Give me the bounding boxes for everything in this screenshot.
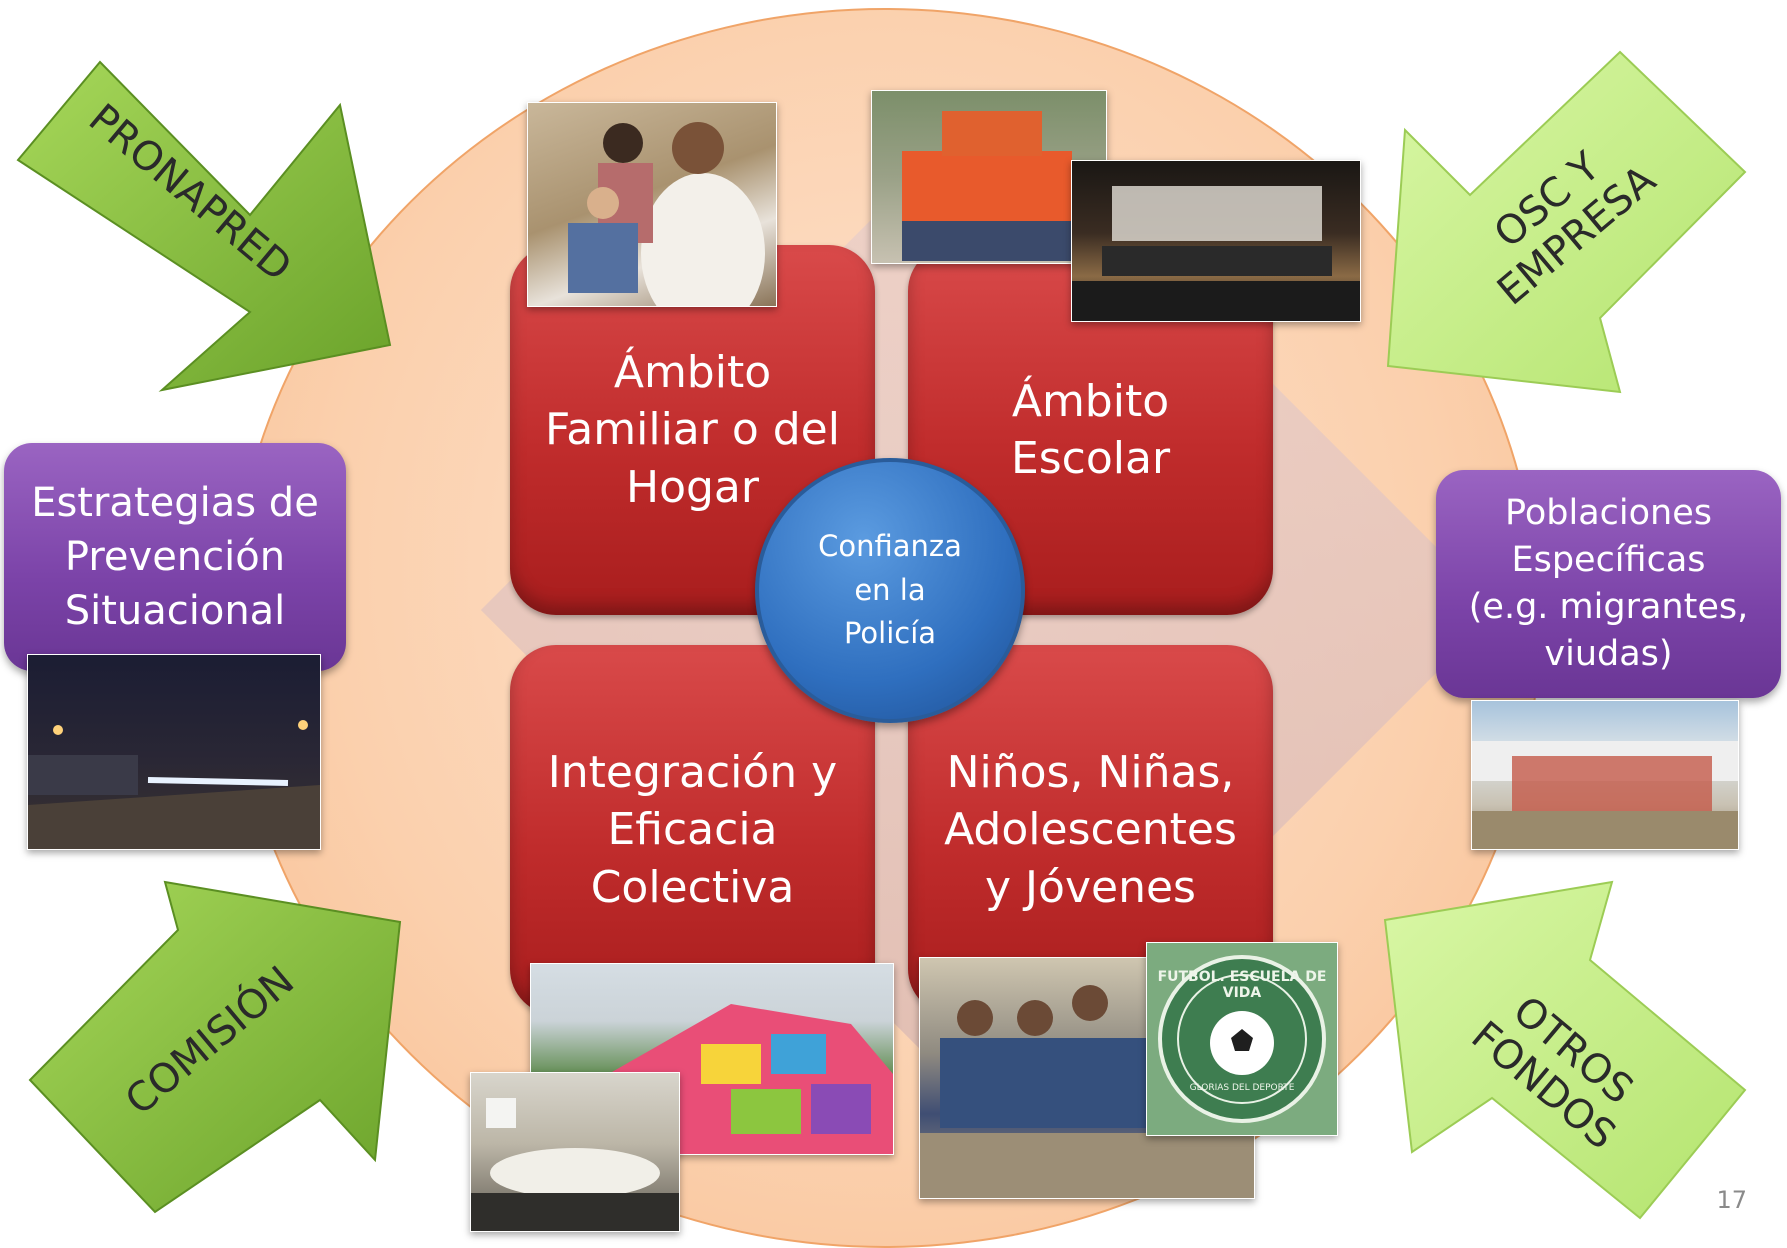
photo-street-night-image bbox=[28, 720, 320, 849]
photo-community-group bbox=[1471, 700, 1739, 850]
photo-colorful-houses bbox=[530, 963, 894, 1155]
photo-school-team-image bbox=[902, 111, 1072, 261]
arrow-comision bbox=[28, 880, 402, 1214]
photo-street-night bbox=[27, 654, 321, 850]
photo-community-group-image bbox=[1472, 741, 1738, 849]
photo-family-image bbox=[568, 122, 765, 306]
box-poblaciones-especificas: Poblaciones Específicas (e.g. migrantes,… bbox=[1436, 470, 1781, 698]
logo-futbol-escuela-de-vida: FUTBOL. ESCUELA DE VIDA GLORIAS DEL DEPO… bbox=[1146, 942, 1338, 1136]
photo-meeting-room bbox=[470, 1072, 680, 1232]
quadrant-label: Niños, Niñas, Adolescentes y Jóvenes bbox=[944, 747, 1237, 913]
quadrant-label: Ámbito Familiar o del Hogar bbox=[545, 347, 840, 513]
box-prevencion-situacional: Estrategias de Prevención Situacional bbox=[4, 443, 346, 671]
quadrant-label: Ámbito Escolar bbox=[1010, 375, 1171, 484]
logo-sub-text: GLORIAS DEL DEPORTE bbox=[1189, 1083, 1295, 1093]
center-label: Confianza en la Policía bbox=[818, 529, 962, 651]
logo-futbol-image bbox=[1158, 955, 1326, 1123]
arrow-osc-empresa bbox=[1386, 50, 1747, 394]
center-circle: Confianza en la Policía bbox=[755, 458, 1025, 723]
arrow-otros-fondos bbox=[1383, 880, 1747, 1220]
photo-concert bbox=[1071, 160, 1361, 322]
page-number: 17 bbox=[1716, 1186, 1747, 1214]
logo-ring-text: FUTBOL. ESCUELA DE VIDA bbox=[1157, 969, 1327, 1001]
box-label: Poblaciones Específicas (e.g. migrantes,… bbox=[1468, 492, 1749, 675]
quadrant-integracion: Integración y Eficacia Colectiva bbox=[510, 645, 875, 1015]
quadrant-label: Integración y Eficacia Colectiva bbox=[547, 747, 838, 913]
photo-school-team bbox=[871, 90, 1107, 264]
photo-meeting-room-image bbox=[471, 1098, 679, 1231]
arrow-pronapred bbox=[16, 60, 392, 392]
photo-family bbox=[527, 102, 777, 307]
box-label: Estrategias de Prevención Situacional bbox=[31, 480, 319, 634]
photo-concert-image bbox=[1072, 186, 1360, 321]
